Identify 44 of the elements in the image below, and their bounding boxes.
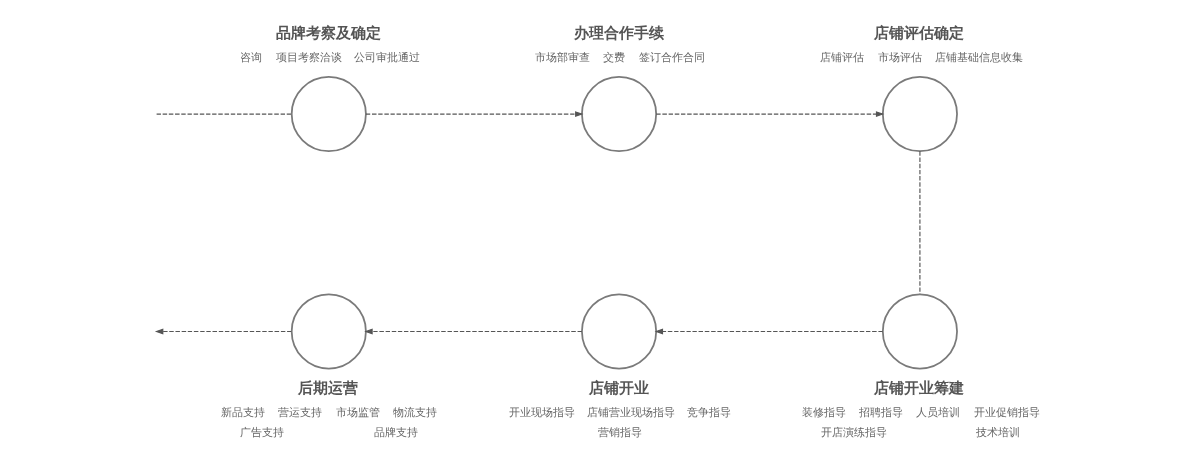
node-label: 新品支持 <box>220 406 265 419</box>
node-label: 开业现场指导 <box>508 406 575 419</box>
node-label: 店铺基础信息收集 <box>934 51 1023 64</box>
arrow <box>154 328 292 335</box>
node-label: 开店演练指导 <box>820 425 887 438</box>
node-label: 咨询 <box>239 51 262 64</box>
node-label: 招聘指导 <box>858 406 903 419</box>
node-label: 市场监管 <box>335 406 380 419</box>
arrow <box>364 111 584 118</box>
node-label: 交费 <box>602 51 625 64</box>
arrow <box>363 328 582 335</box>
node-circle <box>881 76 958 153</box>
node-label: 办理合作手续 <box>573 24 664 43</box>
node-label: 店铺评估确定 <box>873 24 964 43</box>
node-label: 装修指导 <box>801 406 846 419</box>
node-circle <box>580 76 657 153</box>
node-label: 项目考察洽谈 <box>275 51 342 64</box>
connector <box>155 113 292 115</box>
node-label: 营运支持 <box>277 406 322 419</box>
node-label: 店铺评估 <box>819 51 864 64</box>
node-circle <box>290 76 367 153</box>
node-label: 竞争指导 <box>686 406 731 419</box>
arrow <box>655 111 884 118</box>
node-label: 人员培训 <box>915 406 960 419</box>
node-label: 营销指导 <box>597 425 642 438</box>
node-label: 市场部审查 <box>534 51 590 64</box>
node-label: 技术培训 <box>975 425 1020 438</box>
node-circle <box>580 293 657 370</box>
node-label: 店铺开业筹建 <box>873 379 964 398</box>
node-label: 物流支持 <box>392 406 437 419</box>
node-label: 公司审批通过 <box>353 51 420 64</box>
node-label: 开业促销指导 <box>973 406 1040 419</box>
node-label: 店铺开业 <box>588 379 649 398</box>
node-label: 后期运营 <box>297 379 358 398</box>
arrow <box>654 328 883 335</box>
node-label: 市场评估 <box>877 51 922 64</box>
node-circle <box>290 293 367 370</box>
connector <box>918 150 920 295</box>
node-circle <box>881 293 958 370</box>
node-label: 店铺营业现场指导 <box>586 406 675 419</box>
node-label: 品牌支持 <box>373 425 418 438</box>
node-label: 签订合作合同 <box>638 51 705 64</box>
node-label: 品牌考察及确定 <box>275 24 381 43</box>
node-label: 广告支持 <box>239 425 284 438</box>
